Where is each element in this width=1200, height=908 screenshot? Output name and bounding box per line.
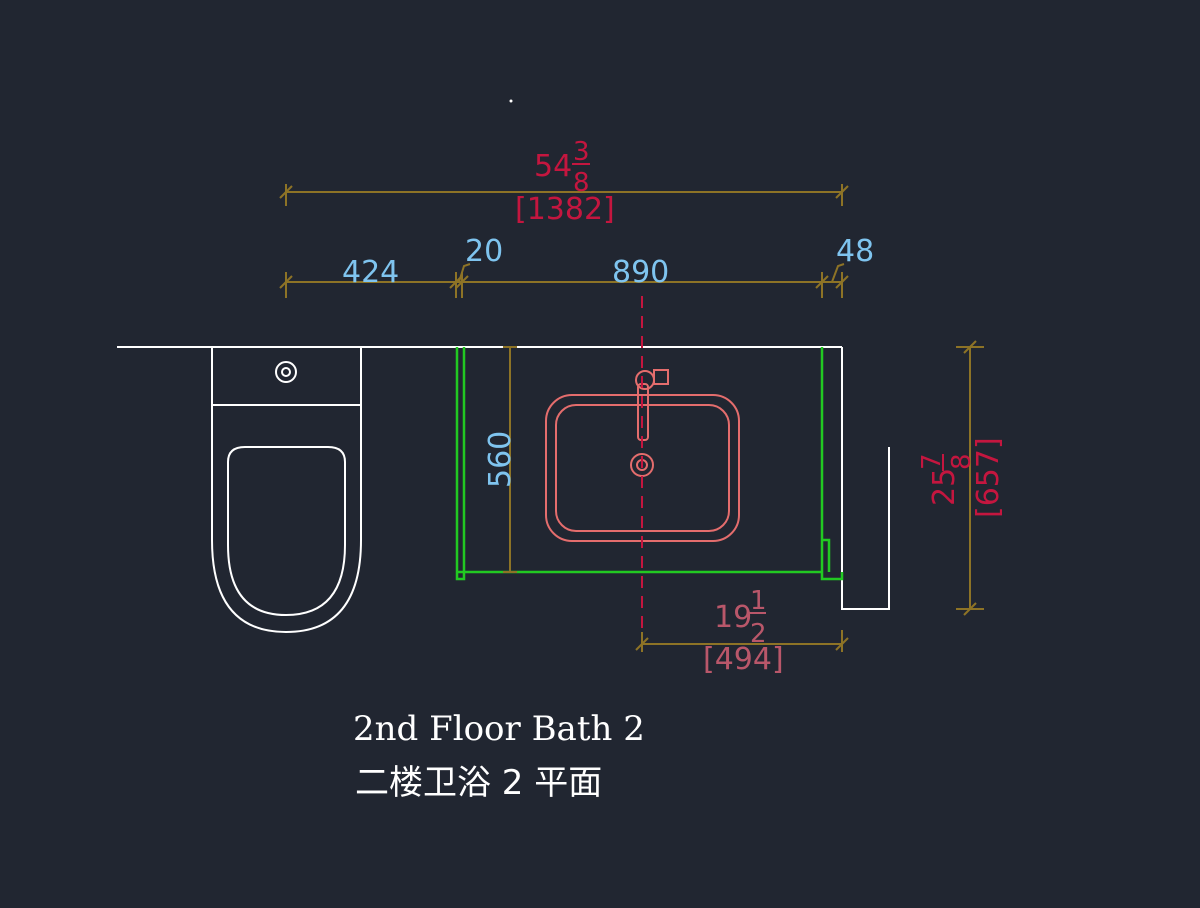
vanity-width-dimension: 890 [612, 255, 669, 290]
toilet-bowl-outer [211, 405, 362, 634]
overall-inches-numerator: 3 [573, 137, 590, 167]
side-inches-numerator: 7 [917, 453, 947, 470]
half-mm: [494] [703, 642, 784, 677]
side-inches-denominator: 8 [947, 453, 977, 470]
faucet-spout [637, 383, 649, 441]
side-mm: [657] [971, 437, 1006, 518]
vanity-depth-dimension: 560 [483, 346, 518, 573]
overall-inches-whole: 54 [534, 149, 572, 184]
drawing-title-english: 2nd Floor Bath 2 [353, 709, 645, 749]
half-inches-denominator: 2 [750, 619, 767, 649]
half-inches-numerator: 1 [750, 586, 767, 616]
vanity-depth-label: 560 [483, 431, 518, 488]
overall-dimension: 54 3 8 [1382] [279, 137, 849, 227]
faucet-handle [653, 369, 669, 385]
vanity-cabinet [455, 347, 844, 581]
end-dimension: 48 [836, 234, 874, 269]
drawing-title-chinese: 二楼卫浴 2 平面 [355, 763, 602, 803]
toilet-seat [227, 446, 346, 617]
toilet [211, 346, 362, 634]
half-inches-whole: 19 [714, 600, 752, 635]
faucet-icon [635, 370, 655, 390]
sink [545, 369, 740, 542]
half-dimension: 19 1 2 [494] [635, 586, 849, 677]
stray-point [509, 99, 513, 103]
toilet-width-dimension: 424 [342, 255, 399, 290]
side-dimension: 25 7 8 [657] [917, 340, 1006, 616]
overall-mm: [1382] [515, 192, 615, 227]
segment-dimensions: 424 20 890 48 [279, 234, 874, 298]
side-inches-whole: 25 [927, 468, 962, 506]
flush-button-icon [275, 361, 297, 383]
overall-inches-denominator: 8 [573, 168, 590, 198]
gap-dimension: 20 [465, 234, 503, 269]
